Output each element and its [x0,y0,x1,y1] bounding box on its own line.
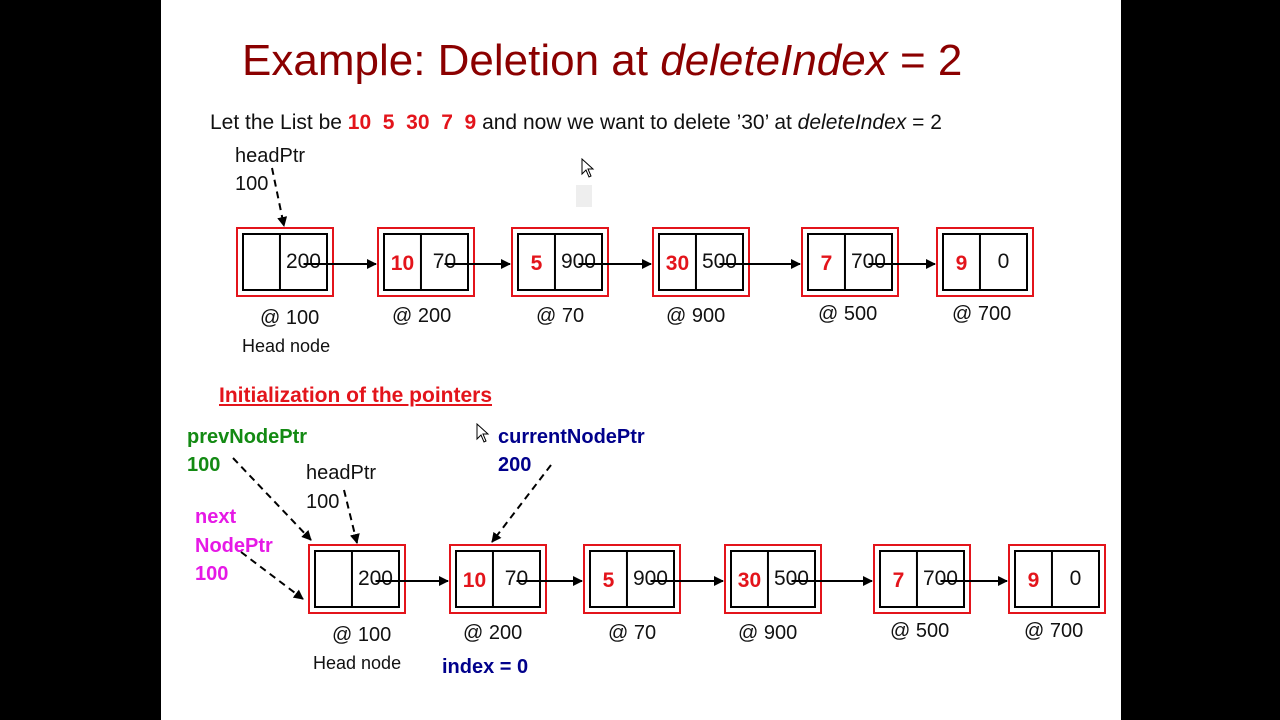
top-head-node-label: Head node [242,336,331,356]
top-node-3-inner [658,233,744,291]
mouse-cursor-icon [581,158,595,178]
top-addr-4: @ 500 [818,303,878,325]
top-node-5-inner [942,233,1028,291]
slide-title: Example: Deletion at deleteIndex = 2 [242,36,963,85]
bottom-node-2-inner [589,550,675,608]
top-headptr-label: headPtr [235,145,306,167]
top-node-3-data: 30 [666,252,689,275]
top-node-1-data: 10 [391,252,414,275]
bottom-headptr-arrow [343,489,360,544]
bottom-addr-3: @ 900 [738,622,798,644]
top-addr-2: @ 70 [536,305,585,327]
bottom-addr-5: @ 700 [1024,620,1084,642]
bottom-node-3-next: 500 [774,567,809,590]
top-node-1-next: 70 [433,250,456,273]
top-node-0-inner [242,233,328,291]
bottom-addr-1: @ 200 [463,622,523,644]
bottom-node-2-data: 5 [603,569,615,592]
bottom-node-1-inner [455,550,541,608]
next-ptr-arrow [240,551,304,600]
bottom-node-5-next: 0 [1070,567,1082,590]
bottom-node-3-inner [730,550,816,608]
bottom-addr-4: @ 500 [890,620,950,642]
index-label: index = 0 [442,656,529,678]
bottom-head-node-label: Head node [313,653,402,673]
top-node-4-next: 700 [851,250,886,273]
bottom-node-0-inner [314,550,400,608]
bottom-node-1-next: 70 [505,567,528,590]
top-node-0-next: 200 [286,250,321,273]
bottom-headptr-label: headPtr [306,462,377,484]
prev-ptr-arrow [232,457,312,541]
top-node-1-inner [383,233,469,291]
top-addr-0: @ 100 [260,307,320,329]
bottom-node-1-data: 10 [463,569,486,592]
bottom-node-4-inner [879,550,965,608]
bottom-addr-2: @ 70 [608,622,657,644]
bottom-node-0-next: 200 [358,567,393,590]
slide-subtitle: Let the List be 10 5 30 7 9 and now we w… [210,111,942,134]
top-node-2-data: 5 [531,252,543,275]
current-node-ptr-value: 200 [498,454,532,476]
next-node-ptr-value: 100 [195,563,229,585]
top-node-2-next: 900 [561,250,596,273]
top-node-5-next: 0 [998,250,1010,273]
bottom-node-2-next: 900 [633,567,668,590]
bottom-node-5-data: 9 [1028,569,1040,592]
section-title: Initialization of the pointers [219,384,492,407]
top-headptr-arrow [271,167,288,227]
top-headptr-value: 100 [235,173,269,195]
bottom-node-4-next: 700 [923,567,958,590]
bottom-node-5-inner [1014,550,1100,608]
cursor-shadow [576,185,592,207]
mouse-cursor-icon [476,423,490,443]
top-addr-3: @ 900 [666,305,726,327]
top-node-2-inner [517,233,603,291]
bottom-headptr-value: 100 [306,491,340,513]
top-node-4-data: 7 [821,252,833,275]
current-node-ptr-label: currentNodePtr [498,426,645,448]
next-node-ptr-label-1: next [195,506,237,528]
prev-node-ptr-label: prevNodePtr [187,426,308,448]
current-ptr-arrow [491,464,552,543]
bottom-addr-0: @ 100 [332,624,392,646]
prev-node-ptr-value: 100 [187,454,221,476]
top-addr-5: @ 700 [952,303,1012,325]
bottom-node-4-data: 7 [893,569,905,592]
top-addr-1: @ 200 [392,305,452,327]
top-node-5-data: 9 [956,252,968,275]
bottom-node-3-data: 30 [738,569,761,592]
next-node-ptr-label-2: NodePtr [195,535,273,557]
top-node-3-next: 500 [702,250,737,273]
slide: Example: Deletion at deleteIndex = 2 Let… [161,0,1121,720]
top-node-4-inner [807,233,893,291]
